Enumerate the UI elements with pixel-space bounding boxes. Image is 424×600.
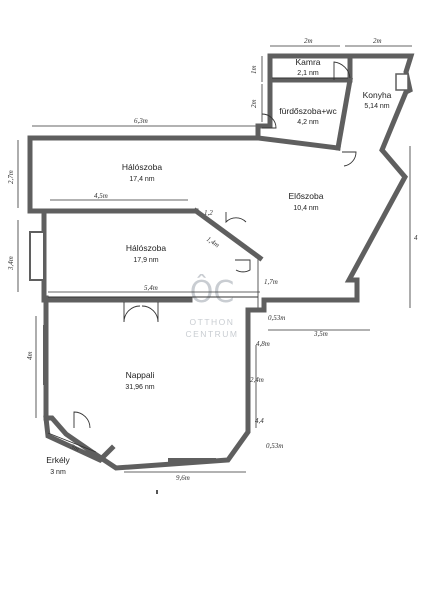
dim-short-a: 0,53m: [268, 314, 285, 322]
room-nappali: Nappali 31,96 nm: [125, 370, 154, 391]
dim-bedroom2-width: 4,5m: [94, 192, 108, 200]
dim-bath-side: 2m: [250, 99, 258, 108]
room-area: 10,4 nm: [293, 205, 318, 212]
dim-living-width: 9,6m: [176, 474, 190, 482]
room-area: 5,14 nm: [364, 103, 389, 110]
room-eloszoba: Előszoba 10,4 nm: [289, 191, 324, 212]
room-name: Nappali: [126, 370, 155, 380]
dim-living-height: 4m: [26, 351, 34, 360]
room-furdoszoba: fürdőszoba+wc 4,2 nm: [279, 106, 337, 126]
watermark-logo: ÔC: [190, 273, 235, 310]
room-haloszoba-2: Hálószoba 17,9 nm: [126, 243, 166, 264]
room-name: Előszoba: [289, 191, 324, 201]
room-area: 31,96 nm: [125, 384, 154, 391]
room-area: 2,1 nm: [297, 70, 319, 77]
room-name: Erkély: [46, 455, 70, 465]
dim-right-side: 4: [414, 234, 418, 242]
room-name: Hálószoba: [126, 243, 166, 253]
dim-bay-c: 4,4: [255, 417, 264, 425]
room-labels: Kamra 2,1 nm Konyha 5,14 nm fürdőszoba+w…: [46, 57, 391, 476]
dimension-labels: 2m 2m 1m 2m 6,3m 2,7m 4,5m 1,2 1,4m 3,4m…: [7, 37, 418, 482]
windows: [28, 73, 409, 462]
dim-bay-b: 2,4m: [250, 376, 264, 384]
walls: [27, 53, 415, 471]
watermark-line-1: OTTHON: [190, 317, 235, 327]
dim-diag-a: 1,2: [204, 209, 213, 217]
dim-width-bedroom1: 6,3m: [134, 117, 148, 125]
room-kamra: Kamra 2,1 nm: [295, 57, 320, 77]
room-area: 3 nm: [50, 469, 66, 476]
room-konyha: Konyha 5,14 nm: [363, 90, 392, 110]
room-erkely: Erkély 3 nm: [46, 455, 70, 476]
dim-inner-width: 5,4m: [144, 284, 158, 292]
room-area: 4,2 nm: [297, 119, 319, 126]
dim-bay-a: 4,8m: [256, 340, 270, 348]
dim-balcony-width: 3m: [68, 442, 80, 453]
room-area: 17,4 nm: [129, 176, 154, 183]
room-name: fürdőszoba+wc: [279, 106, 337, 116]
dim-top-left: 2m: [304, 37, 313, 45]
dim-kamra-side: 1m: [250, 65, 258, 74]
dim-diag-b: 1,4m: [205, 235, 221, 249]
watermark-line-2: CENTRUM: [186, 329, 239, 339]
scan-mark: [156, 490, 158, 494]
dim-hall-bottom: 3,5m: [313, 330, 328, 338]
dim-bedroom1-height: 2,7m: [7, 170, 15, 184]
inner-lines: [47, 77, 348, 453]
watermark: ÔC OTTHON CENTRUM: [186, 273, 239, 339]
doors: [73, 61, 357, 429]
room-haloszoba-1: Hálószoba 17,4 nm: [122, 162, 162, 183]
room-name: Hálószoba: [122, 162, 162, 172]
dimension-lines: [17, 45, 412, 473]
room-area: 17,9 nm: [133, 257, 158, 264]
room-name: Kamra: [295, 57, 320, 67]
dim-bedroom2-height: 3,4m: [7, 256, 15, 271]
dim-short-b: 0,53m: [266, 442, 283, 450]
room-name: Konyha: [363, 90, 392, 100]
dim-top-right: 2m: [373, 37, 382, 45]
dim-hall-side: 1,7m: [264, 278, 278, 286]
